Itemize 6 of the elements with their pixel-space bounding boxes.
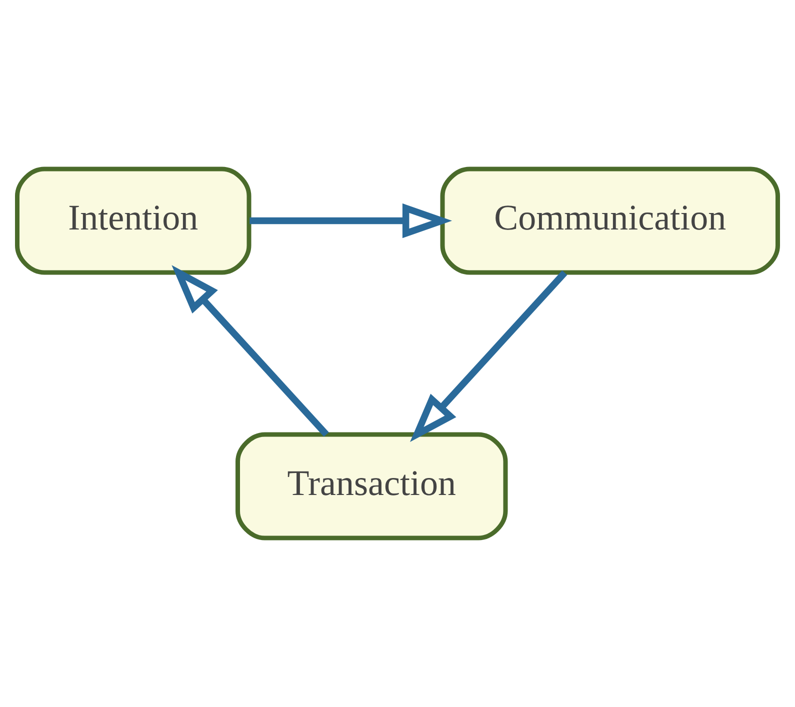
node-box: Intention [15, 166, 252, 275]
node-box: Transaction [236, 432, 508, 540]
arrow [250, 203, 452, 238]
node-box: Communication [440, 166, 780, 275]
arrow [410, 270, 568, 442]
arrow [172, 265, 329, 437]
